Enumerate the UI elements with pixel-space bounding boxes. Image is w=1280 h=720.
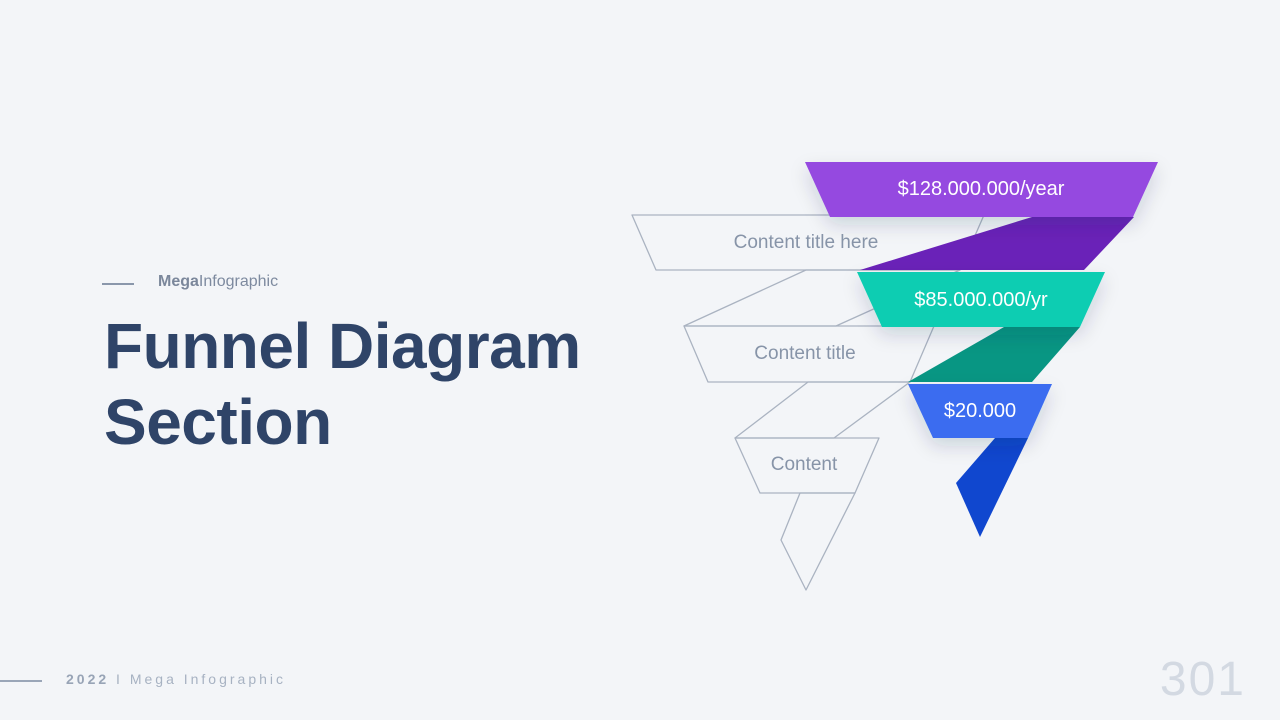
outline-tail <box>780 492 856 591</box>
band-2-value: $85.000.000/yr <box>914 289 1048 311</box>
footer-separator: I <box>116 671 123 687</box>
outline-band-1-label: Content title here <box>734 232 879 253</box>
page-title-line-1: Funnel Diagram <box>104 310 581 382</box>
band-1-value: $128.000.000/year <box>898 178 1065 200</box>
footer-brand: Mega Infographic <box>129 671 287 687</box>
fold-2 <box>908 327 1080 382</box>
band-2 <box>857 272 1105 327</box>
page-title-line-2: Section <box>104 386 332 458</box>
band-3-value: $20.000 <box>944 400 1016 422</box>
footer-year: 2022 <box>66 671 110 687</box>
outline-fold-2 <box>734 381 911 439</box>
funnel-tail <box>956 438 1028 537</box>
outline-band-2-label: Content title <box>754 343 855 364</box>
footer-divider <box>0 680 42 682</box>
brand-tag-name: Mega <box>158 273 199 290</box>
color-funnel <box>805 162 1158 537</box>
footer-text: 2022 I Mega Infographic <box>66 671 286 687</box>
page-number: 301 <box>1159 653 1246 706</box>
outline-band-3-label: Content <box>771 454 838 475</box>
brand-tag-suffix: Infographic <box>198 273 279 290</box>
band-1 <box>805 162 1158 217</box>
fold-1 <box>860 217 1134 270</box>
tag-divider <box>102 283 134 285</box>
brand-tag: MegaInfographic <box>158 273 278 291</box>
page-title: Funnel Diagram Section <box>104 308 581 460</box>
band-3 <box>908 384 1052 438</box>
